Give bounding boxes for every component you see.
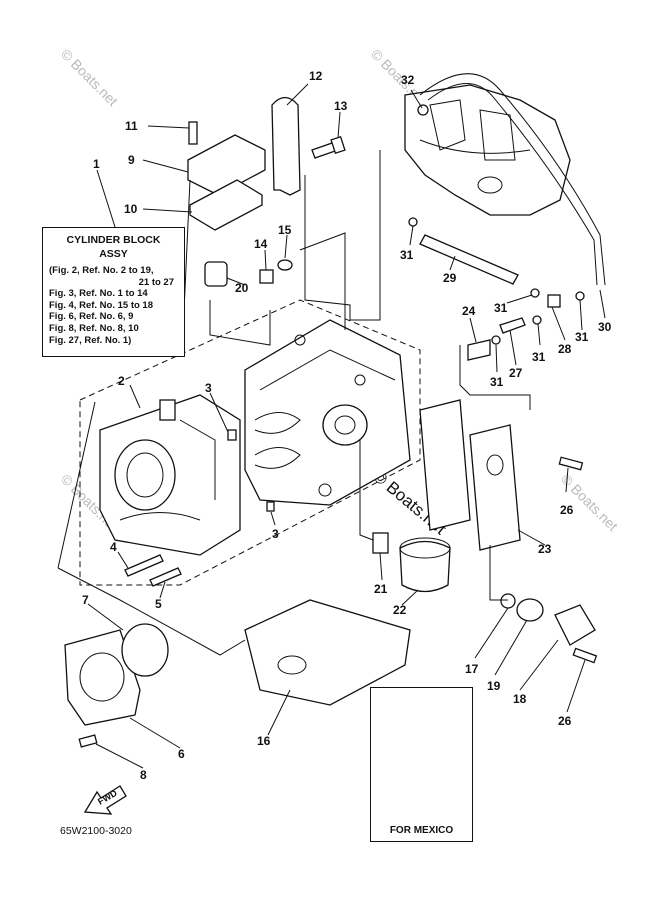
thermostat-17	[500, 593, 516, 609]
clip-31b	[530, 288, 540, 298]
callout-1: 1	[93, 157, 100, 171]
hose-29	[419, 234, 519, 285]
exhaust-cover-gasket	[419, 399, 471, 531]
callout-7: 7	[82, 593, 89, 607]
cover-6	[64, 629, 141, 726]
ref-title-line2: ASSY	[99, 248, 128, 260]
crankcase-2	[99, 394, 241, 556]
callout-20: 20	[235, 281, 249, 295]
callout-4: 4	[110, 540, 117, 554]
plug-14	[259, 269, 274, 284]
joint-24	[467, 339, 491, 361]
fitting-21	[372, 532, 389, 554]
callout-26a: 26	[560, 503, 574, 517]
thermostat-cover-18	[554, 604, 596, 646]
callout-31a: 31	[400, 248, 414, 262]
ref-row: Fig. 8, Ref. No. 8, 10	[49, 322, 139, 334]
washer-15	[277, 259, 293, 271]
callout-3a: 3	[205, 381, 212, 395]
callout-26b: 26	[558, 714, 572, 728]
fuel-hose	[419, 73, 606, 286]
callout-12: 12	[309, 69, 323, 83]
for-mexico-label: FOR MEXICO	[389, 825, 454, 836]
callout-3b: 3	[272, 527, 279, 541]
lower-cowling-sketch	[404, 84, 571, 216]
callout-6: 6	[178, 747, 185, 761]
bracket-12	[271, 96, 301, 196]
callout-29: 29	[443, 271, 457, 285]
callout-30: 30	[598, 320, 612, 334]
bolt-11	[188, 121, 198, 145]
callout-28: 28	[558, 342, 572, 356]
callout-14: 14	[254, 237, 268, 251]
cylinder-block-assy-reference: CYLINDER BLOCK ASSY (Fig. 2, Ref. No. 2 …	[42, 227, 185, 357]
callout-11: 11	[125, 119, 138, 133]
bolt-26a	[558, 456, 584, 471]
callout-8: 8	[140, 768, 147, 782]
pipe-27	[499, 317, 526, 334]
gasket-19	[516, 598, 544, 622]
leader-lines	[87, 83, 606, 801]
bolt-8	[78, 734, 98, 748]
callout-21: 21	[374, 582, 388, 596]
gasket-10	[189, 179, 263, 231]
callout-10: 10	[124, 202, 138, 216]
o-ring-7	[121, 623, 169, 677]
ref-row: Fig. 4, Ref. No. 15 to 18	[49, 299, 153, 311]
callout-32: 32	[401, 73, 415, 87]
callout-31e: 31	[490, 375, 504, 389]
oil-filter-22	[399, 537, 451, 593]
bolt-4	[124, 554, 164, 577]
callout-23: 23	[538, 542, 552, 556]
callout-15: 15	[278, 223, 292, 237]
callout-18: 18	[513, 692, 527, 706]
fuel-hose-inner	[427, 83, 598, 286]
assembly-outline	[79, 299, 421, 586]
ref-row: (Fig. 2, Ref. No. 2 to 19,	[49, 265, 154, 276]
clip-31c	[575, 291, 585, 301]
clip-31e	[491, 335, 501, 345]
callout-16: 16	[257, 734, 271, 748]
ref-title-line1: CYLINDER BLOCK	[66, 234, 161, 246]
clip-32	[417, 104, 429, 116]
mexico-inset-frame: FOR MEXICO	[370, 687, 473, 842]
ref-row: Fig. 3, Ref. No. 1 to 14	[49, 288, 148, 300]
ref-row: Fig. 27, Ref. No. 1)	[49, 334, 132, 346]
fwd-arrow: FWD	[83, 785, 127, 815]
clip-31a	[408, 217, 418, 227]
bolt-26b	[572, 647, 598, 664]
callout-5: 5	[155, 597, 162, 611]
sleeve-20	[204, 261, 228, 287]
callout-17: 17	[465, 662, 479, 676]
clip-31d	[532, 315, 542, 325]
callout-19: 19	[487, 679, 501, 693]
ref-row: Fig. 6, Ref. No. 6, 9	[49, 311, 134, 323]
dowel-3a	[227, 429, 237, 441]
callout-13: 13	[334, 99, 348, 113]
part-code: 65W2100-3020	[60, 825, 132, 837]
callout-2: 2	[118, 374, 125, 388]
callout-31d: 31	[532, 350, 546, 364]
union-28	[547, 294, 561, 308]
cylinder-block	[244, 319, 411, 506]
callout-22: 22	[393, 603, 407, 617]
ref-row: 21 to 27	[138, 276, 174, 288]
bolt-5	[149, 567, 182, 587]
callout-9: 9	[128, 153, 135, 167]
callout-27: 27	[509, 366, 523, 380]
cover-plate-9	[187, 134, 266, 196]
gasket-16	[244, 599, 411, 706]
callout-24a: 24	[462, 304, 476, 318]
callout-31c: 31	[575, 330, 589, 344]
exhaust-cover-23	[469, 424, 521, 551]
callout-31b: 31	[494, 301, 508, 315]
watermark: © Boats.net	[58, 46, 121, 109]
dowel-3b	[266, 501, 275, 512]
